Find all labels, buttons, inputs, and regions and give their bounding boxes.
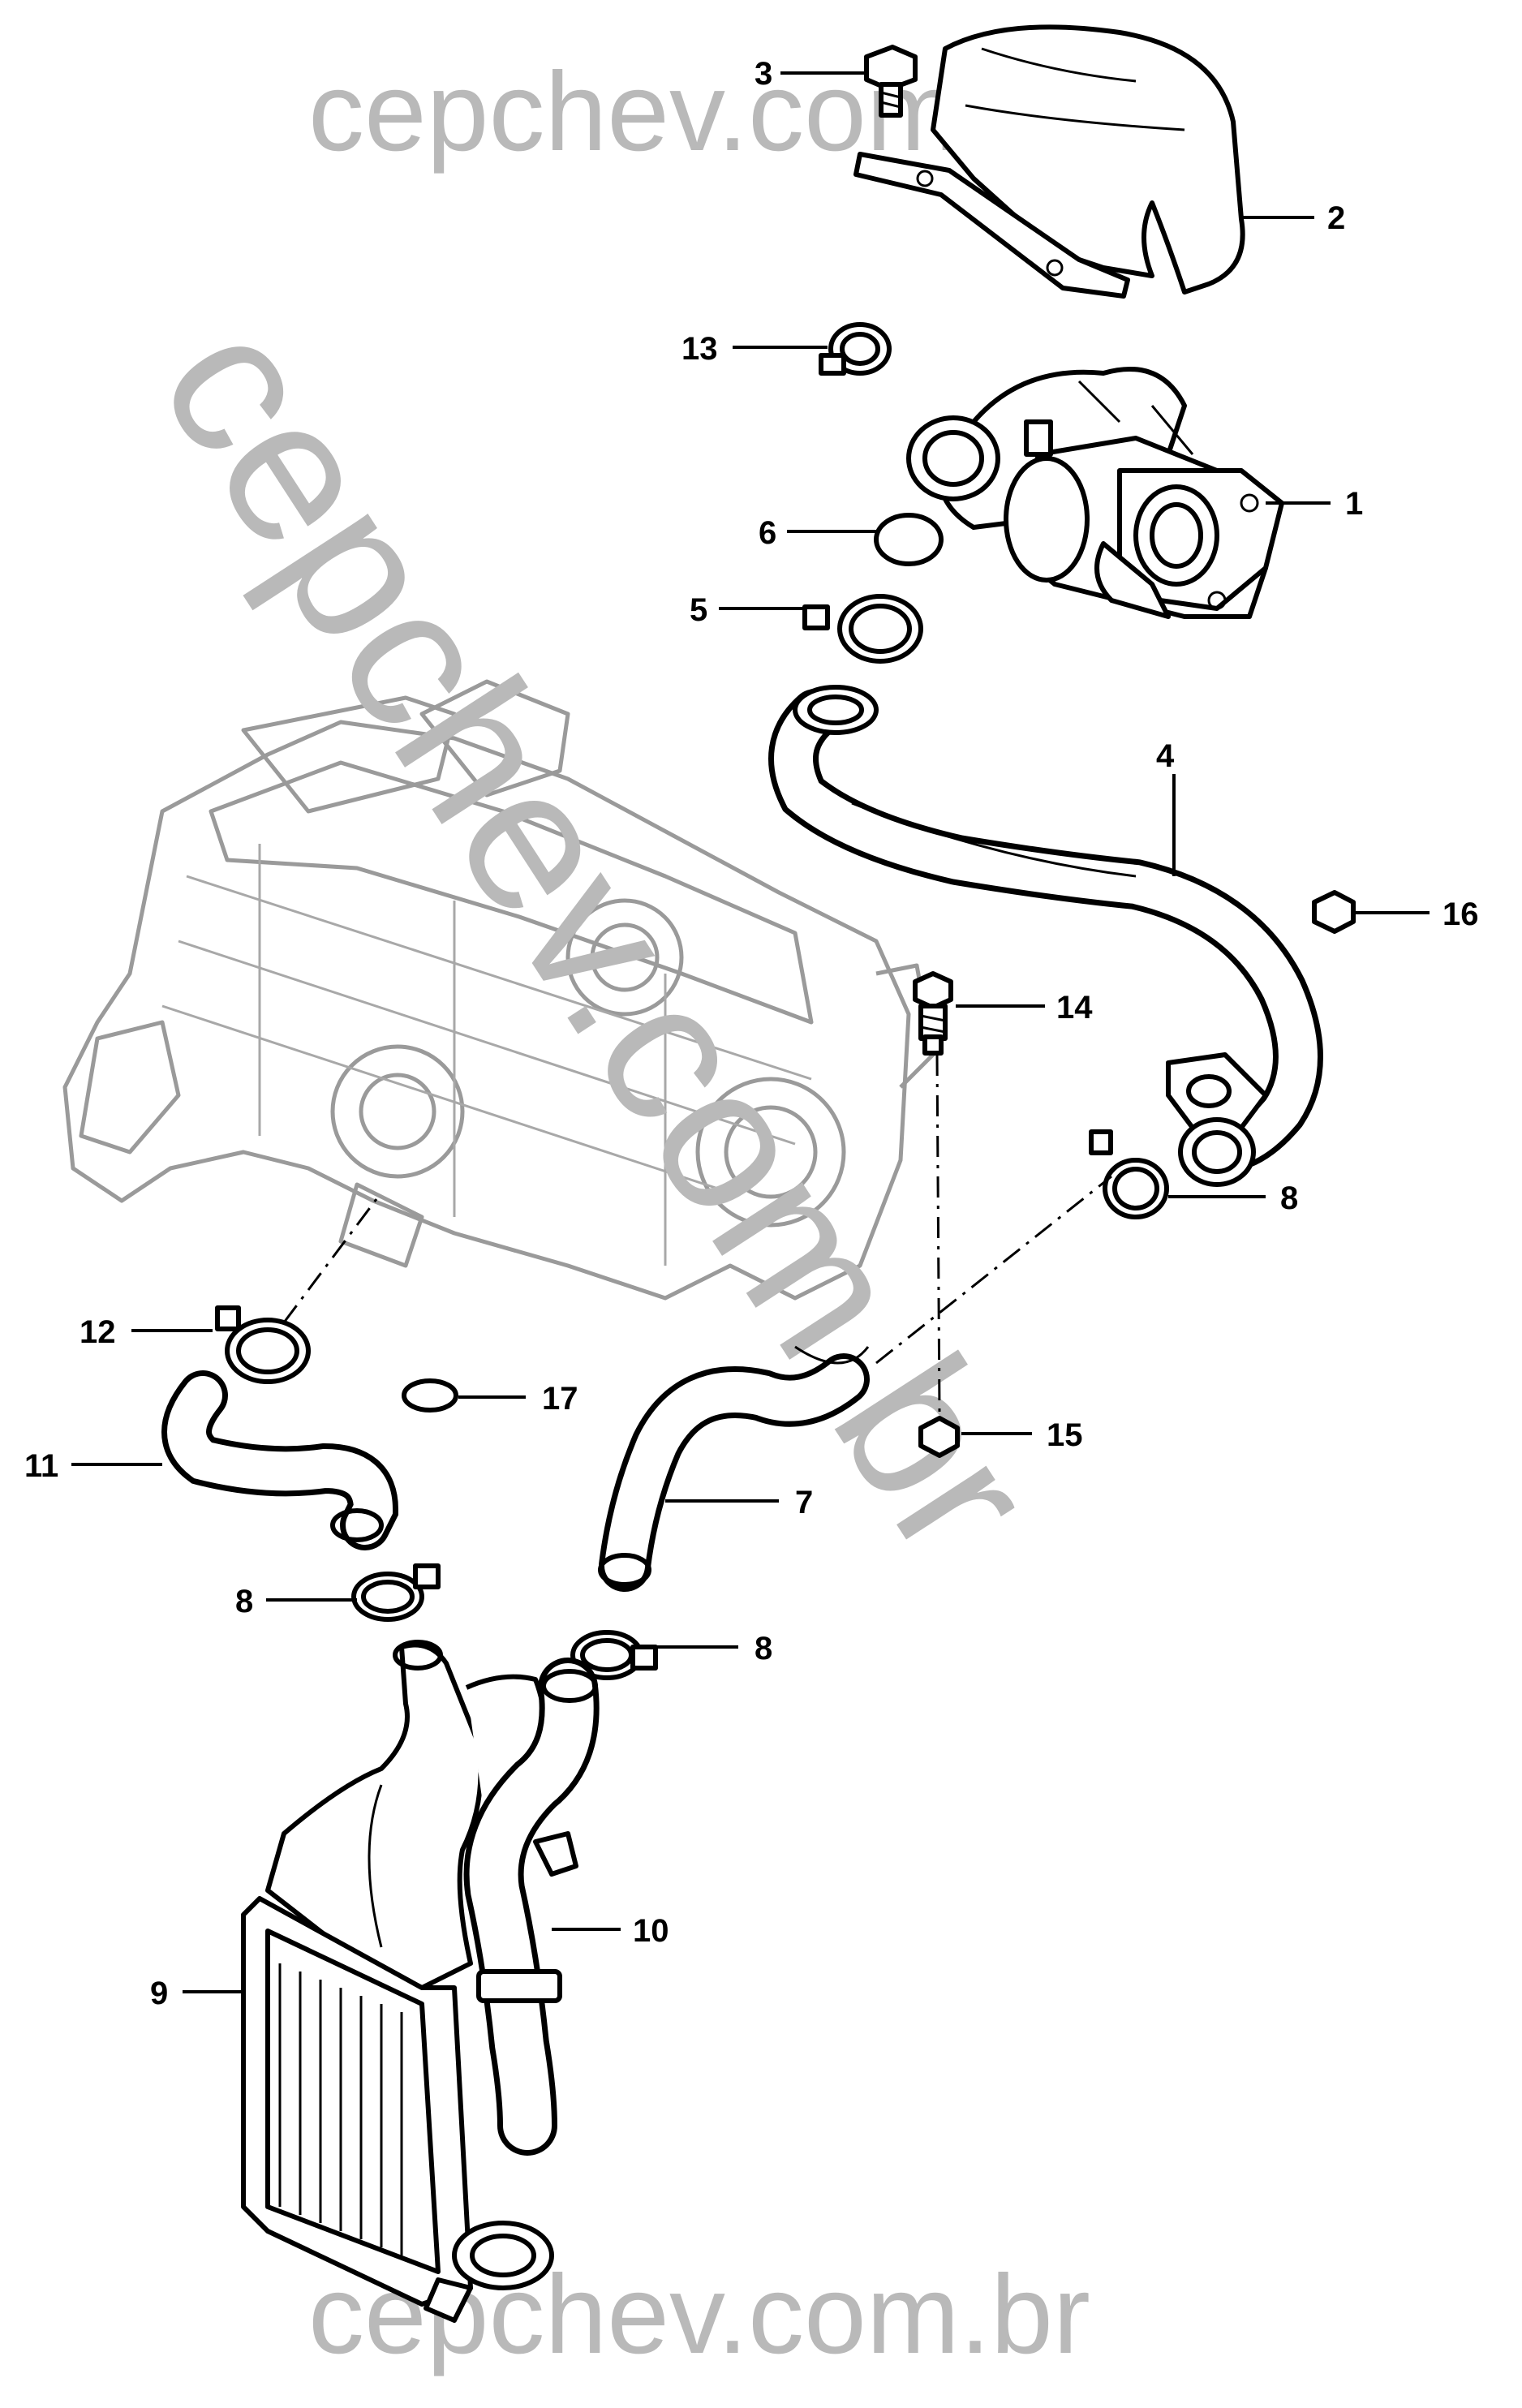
callout-1: 1 [1266,486,1363,522]
svg-text:8: 8 [1280,1180,1298,1216]
svg-text:2: 2 [1327,200,1345,236]
svg-text:17: 17 [542,1381,578,1417]
part-8-clamp-right [570,1630,658,1680]
svg-text:4: 4 [1156,738,1175,774]
callout-4: 4 [1156,738,1176,876]
part-2-heat-shield [853,24,1245,299]
part-7-hose [598,1345,870,1592]
svg-text:16: 16 [1442,897,1479,932]
callout-2: 2 [1241,200,1345,236]
svg-text:12: 12 [80,1314,116,1350]
part-15-nut [918,1416,960,1458]
svg-text:9: 9 [150,1976,168,2011]
callout-13: 13 [681,331,828,367]
assembly-line-7-8 [875,1175,1112,1365]
part-9-intercooler [241,1640,548,2307]
callout-16: 16 [1355,897,1479,932]
part-5-clamp [802,594,923,664]
callout-9: 9 [150,1976,243,2011]
svg-text:1: 1 [1345,486,1363,522]
part-12-clamp [215,1305,311,1384]
part-17-seal [402,1378,458,1413]
part-13-clamp [819,322,892,376]
svg-text:14: 14 [1056,990,1093,1026]
part-8-clamp-left [351,1563,441,1622]
svg-text:13: 13 [681,331,718,367]
callout-12: 12 [80,1314,213,1350]
callout-14: 14 [956,990,1093,1026]
part-4-charge-pipe [768,685,1323,1187]
part-3-bolt [864,45,918,118]
svg-text:8: 8 [755,1631,772,1666]
callout-5: 5 [690,592,803,628]
callout-15: 15 [961,1417,1083,1453]
part-11-hose [161,1370,399,1550]
svg-text:5: 5 [690,592,707,628]
svg-text:6: 6 [759,515,776,551]
callout-17: 17 [458,1381,578,1417]
part-6-o-ring [874,513,944,566]
part-14-stud [913,971,953,1056]
svg-text:10: 10 [633,1913,669,1949]
part-8-clamp-upper [1089,1129,1169,1219]
callout-8-left: 8 [235,1584,357,1619]
callout-8-right: 8 [656,1631,772,1666]
svg-text:15: 15 [1047,1417,1083,1453]
svg-text:7: 7 [795,1485,813,1520]
callout-10: 10 [552,1913,669,1949]
part-10-hose [423,1658,600,2323]
callout-11: 11 [24,1448,162,1484]
svg-text:11: 11 [24,1448,58,1484]
svg-text:8: 8 [235,1584,253,1619]
svg-text:3: 3 [755,56,772,92]
part-16-nut [1312,890,1356,934]
assembly-line-12 [282,1192,383,1323]
callout-7: 7 [665,1485,813,1520]
callout-3: 3 [755,56,868,92]
callout-6: 6 [759,515,876,551]
assembly-line-14-15 [935,1054,941,1413]
part-1-turbocharger [906,367,1284,619]
callout-8-upper: 8 [1168,1180,1298,1216]
